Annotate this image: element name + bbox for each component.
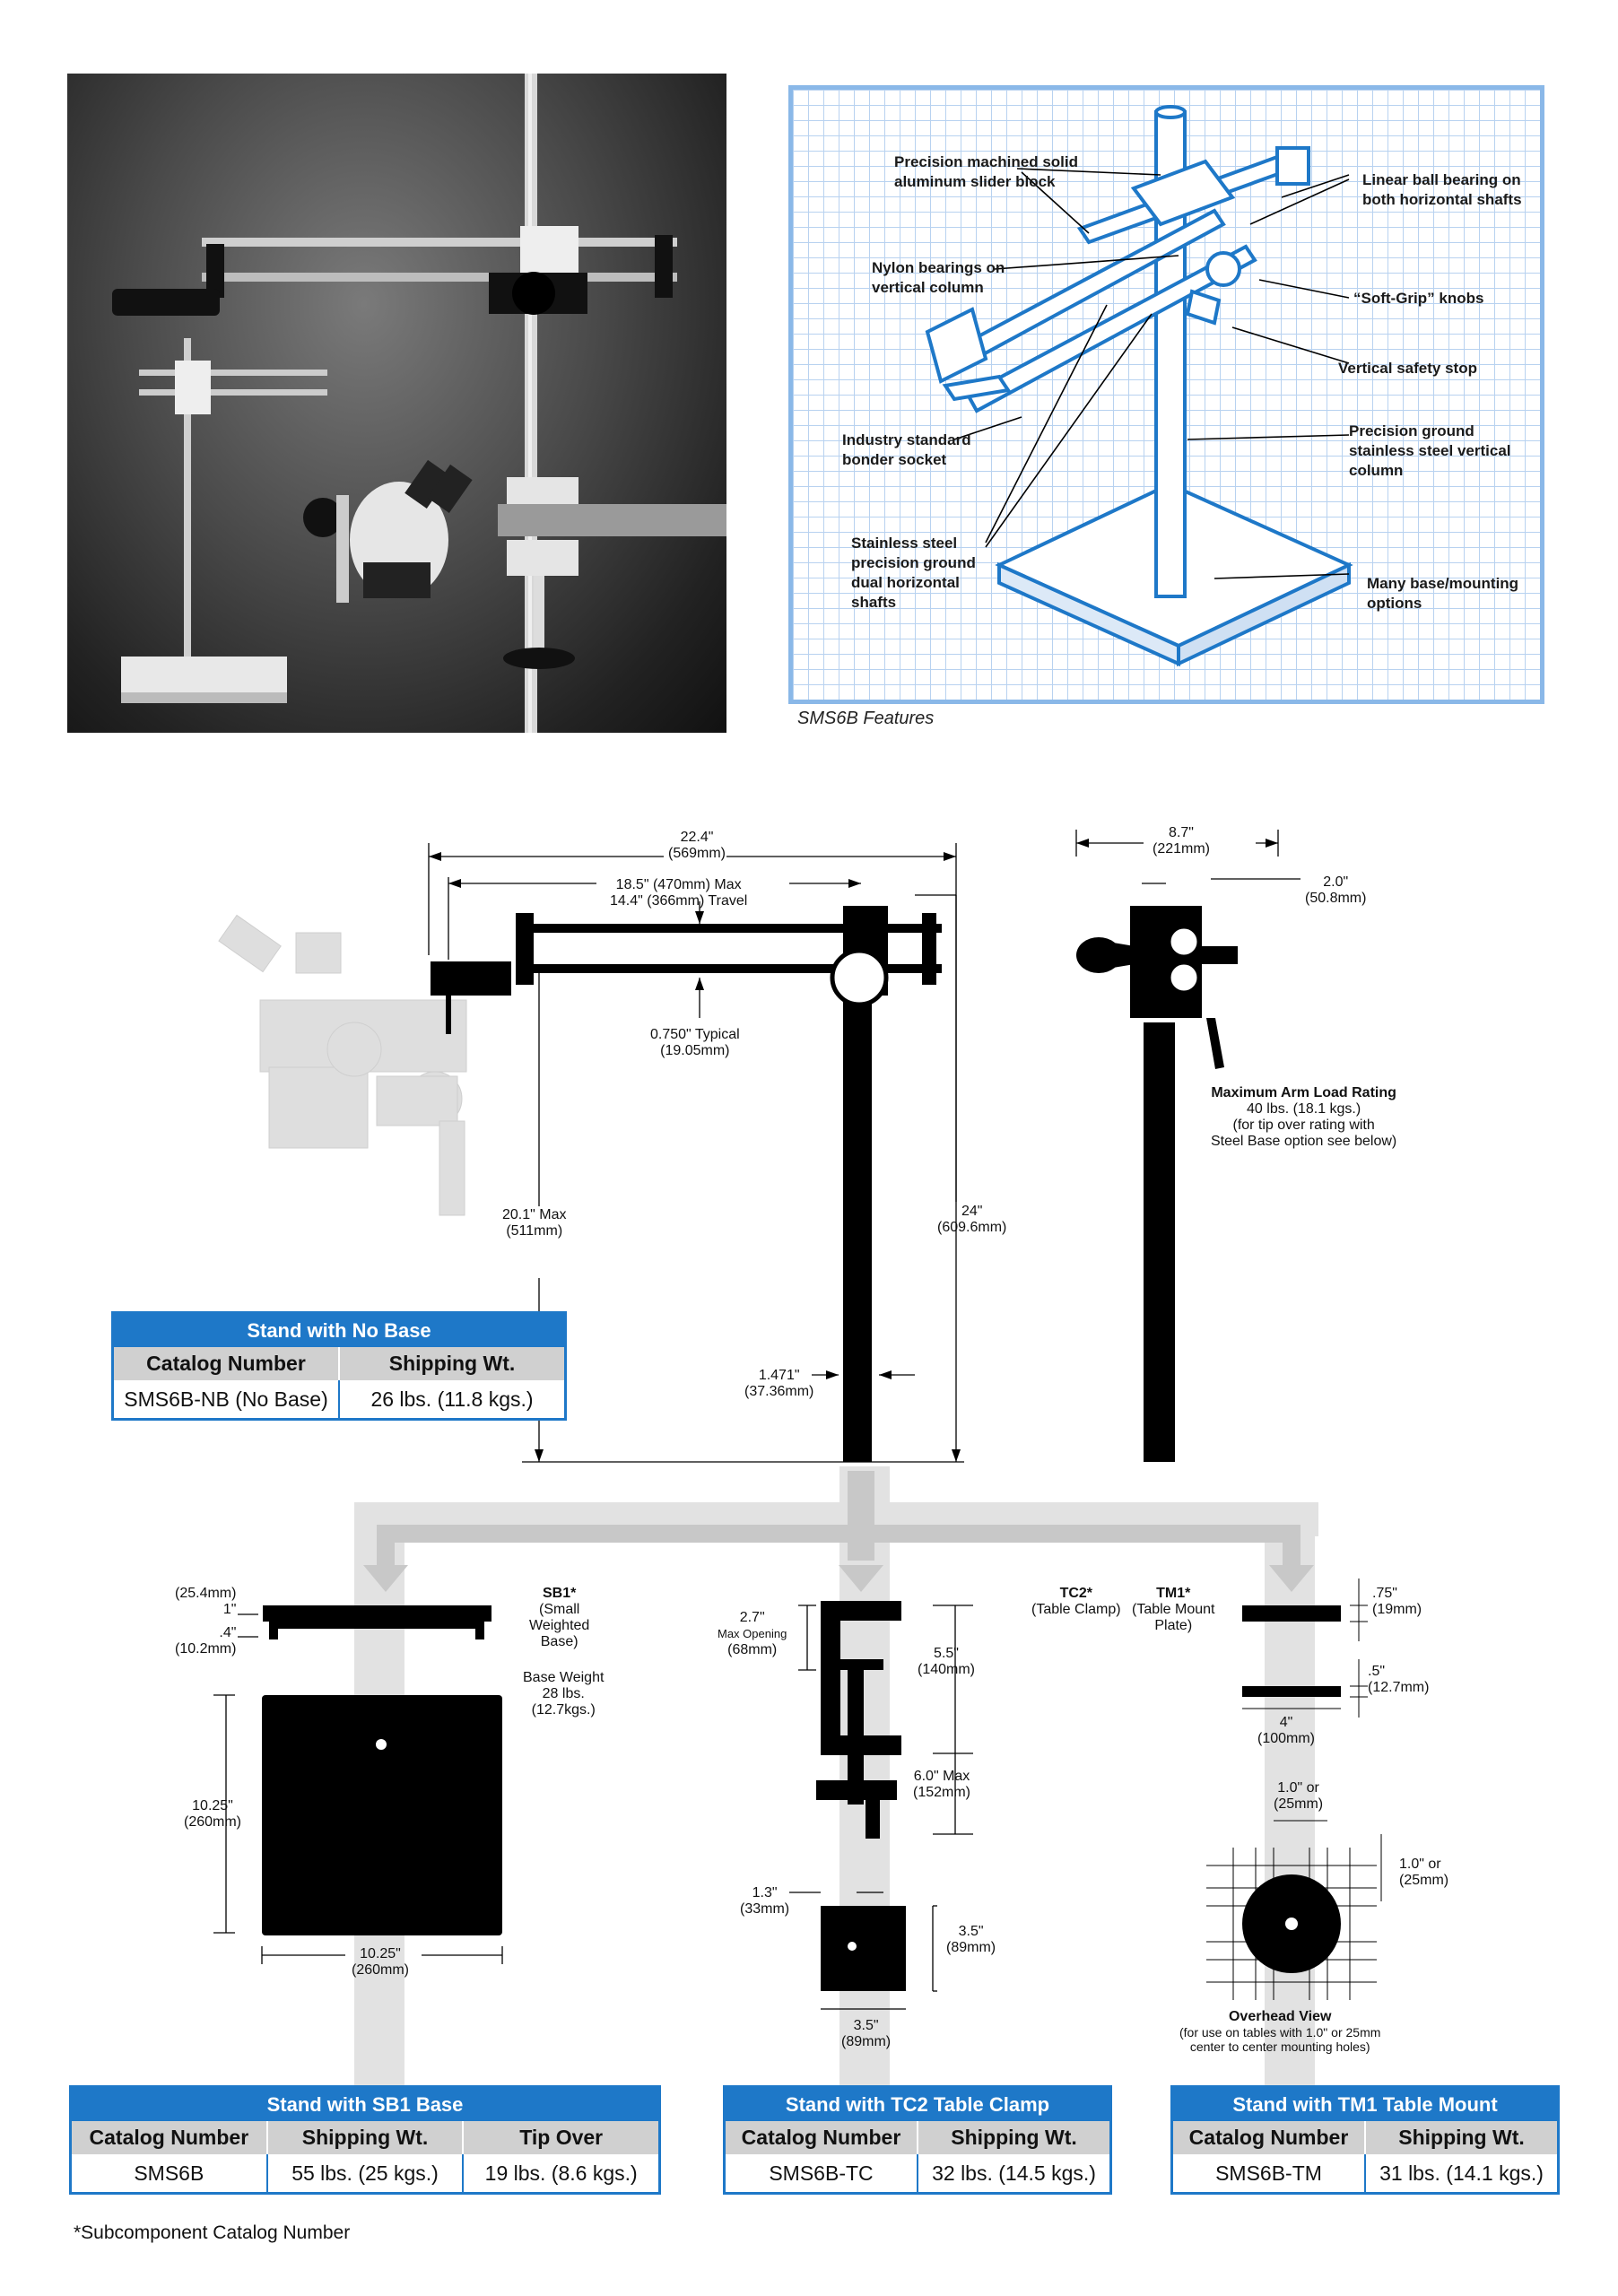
sb1-thickness-bottom: .4"(10.2mm) [175, 1625, 237, 1657]
sb1-height: 10.25"(260mm) [184, 1798, 242, 1830]
table-sb1-title: Stand with SB1 Base [72, 2088, 658, 2121]
tc2-offset: 1.3"(33mm) [740, 1885, 790, 1917]
table-tm1-title: Stand with TM1 Table Mount [1173, 2088, 1557, 2121]
dim-shaft-diameter: 0.750" Typical(19.05mm) [650, 1027, 740, 1058]
tm1-overhead-view: Overhead View (for use on tables with 1.… [1179, 2009, 1381, 2054]
sb1-width: 10.25"(260mm) [352, 1946, 410, 1978]
product-photo [67, 74, 726, 733]
tm1-grid-vertical: 1.0" or(25mm) [1399, 1857, 1449, 1888]
features-caption: SMS6B Features [797, 709, 935, 728]
col-catalog-number: Catalog Number [1188, 2126, 1349, 2149]
sb1-thickness-top: (25.4mm)1" [175, 1586, 237, 1617]
tc2-opening: 2.7"Max Opening(68mm) [718, 1610, 787, 1657]
table-sb1-base: Stand with SB1 Base Catalog Number Shippi… [69, 2085, 661, 2195]
tc2-max: 6.0" Max(152mm) [913, 1769, 971, 1800]
tc2-pad-height: 3.5"(89mm) [946, 1924, 996, 1955]
callout-soft-grip-knobs: “Soft-Grip” knobs [1353, 290, 1484, 307]
dim-column-height: 24"(609.6mm) [937, 1204, 1007, 1235]
stand-photo-illustration [112, 74, 726, 733]
tm1-width: 4"(100mm) [1257, 1715, 1316, 1746]
dim-overall-width: 22.4"(569mm) [668, 830, 726, 861]
table-tc2-clamp: Stand with TC2 Table Clamp Catalog Numbe… [723, 2085, 1112, 2195]
dim-column-diameter: 1.471"(37.36mm) [744, 1368, 814, 1399]
col-shipping-wt: Shipping Wt. [1364, 2121, 1557, 2154]
table-row: SMS6B-NB (No Base)26 lbs. (11.8 kgs.) [114, 1380, 564, 1418]
load-rating: Maximum Arm Load Rating 40 lbs. (18.1 kg… [1211, 1085, 1397, 1149]
col-catalog-number: Catalog Number [146, 1352, 306, 1375]
tm1-grid-horizontal: 1.0" or(25mm) [1274, 1780, 1324, 1812]
tc2-pad-width: 3.5"(89mm) [841, 2018, 892, 2049]
table-no-base-title: Stand with No Base [114, 1314, 564, 1347]
col-catalog-number: Catalog Number [741, 2126, 901, 2149]
col-catalog-number: Catalog Number [89, 2126, 249, 2149]
col-tip-over: Tip Over [462, 2121, 658, 2154]
dim-side-width: 8.7"(221mm) [1153, 825, 1211, 857]
footnote: *Subcomponent Catalog Number [74, 2222, 351, 2243]
col-shipping-wt: Shipping Wt. [265, 2121, 463, 2154]
tm1-thickness-top: .75"(19mm) [1372, 1586, 1422, 1617]
col-shipping-wt: Shipping Wt. [338, 1347, 564, 1380]
stand-line-drawing [925, 105, 1353, 667]
table-tm1-mount: Stand with TM1 Table Mount Catalog Numbe… [1170, 2085, 1560, 2195]
tc2-height: 5.5"(140mm) [918, 1646, 976, 1677]
tm1-thickness-bottom: .5"(12.7mm) [1368, 1664, 1430, 1695]
dim-height-max: 20.1" Max(511mm) [502, 1207, 567, 1239]
tc2-description: TC2*(Table Clamp) [1031, 1586, 1121, 1617]
dim-side-offset: 2.0"(50.8mm) [1305, 874, 1367, 906]
table-tc2-title: Stand with TC2 Table Clamp [726, 2088, 1109, 2121]
col-shipping-wt: Shipping Wt. [917, 2121, 1109, 2154]
table-no-base: Stand with No Base Catalog Number Shippin… [111, 1311, 567, 1421]
callout-safety-stop: Vertical safety stop [1338, 360, 1477, 377]
